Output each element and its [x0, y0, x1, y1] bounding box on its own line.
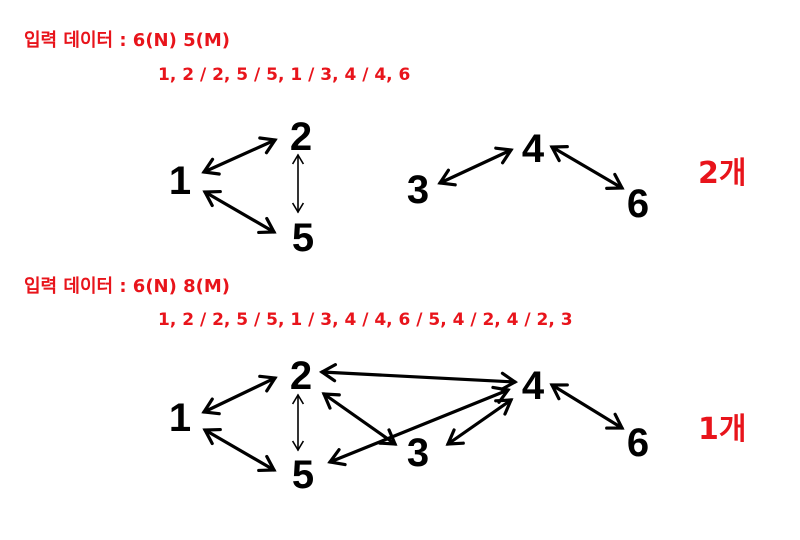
example1-node-3: 3: [407, 168, 429, 212]
example1-node-4: 4: [522, 127, 545, 171]
example1-node-1: 1: [169, 159, 191, 203]
example1-arrowhead-5-1-a: [257, 216, 277, 235]
example2-edge-2-3: [321, 392, 398, 446]
example1-edge-line-5-1: [203, 190, 276, 234]
example2-input-label: 입력 데이터 : 6(N) 8(M): [24, 276, 230, 297]
example1-edge-4-6: [549, 145, 625, 190]
example1-edge-1-2: [201, 136, 278, 176]
example2-arrowhead-5-4-a: [327, 448, 347, 467]
example1-node-label: 1: [169, 159, 191, 203]
example2-edge-4-6: [549, 383, 625, 430]
example2-edge-line-5-1: [203, 428, 276, 472]
example1-edge-5-1: [202, 189, 277, 235]
example1-edge-line-1-2: [202, 138, 277, 174]
example2-edge-1-2: [201, 374, 278, 416]
example2-edge-5-4: [327, 385, 511, 467]
example2-node-5: 5: [292, 453, 314, 497]
example2-node-label: 3: [407, 431, 429, 475]
example1-arrowhead-4-6-b: [605, 172, 625, 190]
example1-node-label: 5: [292, 216, 314, 260]
example2-node-2: 2: [290, 354, 312, 398]
example2-edge-line-3-4: [446, 398, 513, 446]
example2-node-label: 1: [169, 396, 191, 440]
example2-arrowhead-2-4-b: [500, 371, 519, 391]
example2-arrowhead-5-1-a: [257, 454, 277, 473]
example2-node-1: 1: [169, 396, 191, 440]
example2-node-label: 2: [290, 354, 312, 398]
example1-node-label: 6: [627, 182, 649, 226]
example2-edge-line-2-4: [320, 370, 517, 384]
example1-arrowhead-4-6-a: [549, 145, 569, 163]
example1-node-5: 5: [292, 216, 314, 260]
example1-arrowhead-3-4-a: [437, 168, 457, 187]
example1-edge-3-4: [437, 146, 514, 187]
example2-edge-3-4: [445, 398, 514, 446]
example1-arrowhead-3-4-b: [494, 146, 514, 165]
example2-node-6: 6: [627, 421, 649, 465]
example2-arrowhead-2-4-a: [318, 363, 337, 383]
example2-arrowhead-4-6-b: [605, 412, 625, 430]
example2-arrowhead-1-2-a: [201, 397, 221, 416]
example2-edge-line-2-3: [322, 392, 397, 446]
example1-node-label: 3: [407, 168, 429, 212]
example1-edge-line-4-6: [550, 145, 624, 190]
example2-node-4: 4: [522, 364, 545, 408]
example1-node-label: 2: [290, 115, 312, 159]
example2-arrowhead-2-3-a: [321, 392, 341, 410]
example1-result: 2개: [698, 156, 747, 191]
example2-arrowhead-1-2-b: [258, 374, 278, 393]
example2-graph: 1 2 5 3 4 6: [169, 354, 649, 497]
example2-node-label: 4: [522, 364, 545, 408]
example2-edge-line-1-2: [202, 376, 277, 414]
example2-edge-2-4: [318, 363, 519, 391]
example1-arrowhead-2-5-a: [291, 153, 305, 165]
example2-arrowhead-3-4-a: [445, 428, 465, 446]
example1-arrowhead-5-1-b: [202, 189, 222, 208]
example2-edge-2-5: [291, 393, 305, 452]
example2-arrowhead-5-4-b: [491, 385, 511, 404]
example1-arrowhead-2-5-b: [291, 202, 305, 214]
example2-arrowhead-2-5-a: [291, 393, 305, 405]
example1-edge-list: 1, 2 / 2, 5 / 5, 1 / 3, 4 / 4, 6: [158, 65, 411, 85]
example2-node-label: 6: [627, 421, 649, 465]
example2-arrowhead-5-1-b: [202, 427, 222, 446]
example2-arrowhead-2-5-b: [291, 440, 305, 452]
example1-edge-line-3-4: [438, 148, 513, 185]
example1-graph: 1 2 5 3 4 6: [169, 115, 649, 260]
example2-node-label: 5: [292, 453, 314, 497]
example1-arrowhead-1-2-a: [201, 157, 221, 176]
example1-node-2: 2: [290, 115, 312, 159]
example1-edge-2-5: [291, 153, 305, 214]
example2-arrowhead-2-3-b: [378, 428, 398, 446]
example1-arrowhead-1-2-b: [258, 136, 278, 155]
example2-node-3: 3: [407, 431, 429, 475]
example1-node-6: 6: [627, 182, 649, 226]
example2-result: 1개: [698, 412, 747, 447]
example2-edge-line-4-6: [550, 383, 624, 430]
example2-edge-list: 1, 2 / 2, 5 / 5, 1 / 3, 4 / 4, 6 / 5, 4 …: [158, 310, 573, 330]
example1-input-label: 입력 데이터 : 6(N) 5(M): [24, 30, 230, 51]
example2-arrowhead-4-6-a: [549, 383, 569, 401]
example1-node-label: 4: [522, 127, 545, 171]
example2-edge-5-1: [202, 427, 277, 473]
example2-edge-line-5-4: [328, 388, 510, 464]
